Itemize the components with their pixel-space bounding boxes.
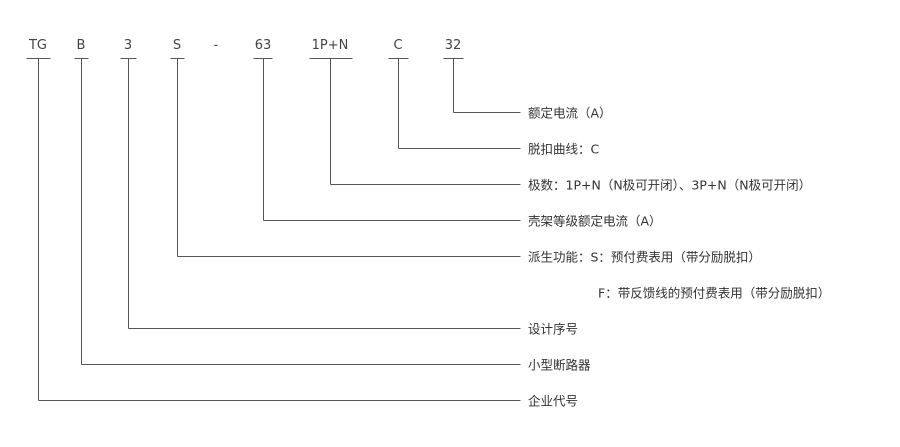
desc-trip-curve: 脱扣曲线：C <box>528 141 600 157</box>
code-dash: - <box>213 38 219 53</box>
code-current: 32 <box>444 38 462 53</box>
desc-product-type: 小型断路器 <box>528 357 591 373</box>
code-derived: S <box>172 38 182 53</box>
desc-design-no: 设计序号 <box>528 321 579 337</box>
code-frame: 63 <box>254 38 272 53</box>
code-company: TG <box>28 38 48 53</box>
desc-derived-s: 派生功能：S：预付费表用（带分励脱扣） <box>528 249 761 265</box>
desc-derived-f: F：带反馈线的预付费表用（带分励脱扣） <box>598 285 831 301</box>
desc-rated-current: 额定电流（A） <box>528 105 612 121</box>
code-design: 3 <box>123 38 133 53</box>
code-type: B <box>76 38 86 53</box>
desc-company-code: 企业代号 <box>528 393 579 409</box>
desc-poles: 极数：1P+N（N极可开闭）、3P+N（N极可开闭） <box>528 177 812 193</box>
desc-frame-current: 壳架等级额定电流（A） <box>528 213 662 229</box>
code-poles: 1P+N <box>311 38 349 53</box>
code-curve: C <box>393 38 403 53</box>
